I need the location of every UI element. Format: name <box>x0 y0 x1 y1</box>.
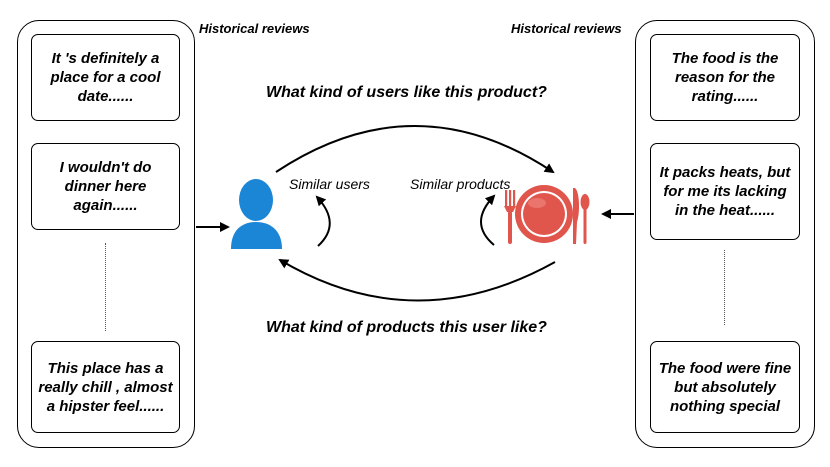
arrow-bottom-arc-product-to-user <box>278 258 556 302</box>
left-review-card-3: This place has a really chill , almost a… <box>31 341 180 433</box>
right-review-text-3: The food were fine but absolutely nothin… <box>658 359 792 415</box>
right-ellipsis-dots <box>724 250 725 325</box>
top-question: What kind of users like this product? <box>266 84 547 101</box>
bottom-question: What kind of products this user like? <box>266 319 547 336</box>
left-review-panel <box>17 20 195 448</box>
right-panel-title: Historical reviews <box>511 21 622 36</box>
arrow-similar-users-loop <box>315 195 331 247</box>
left-review-card-1: It 's definitely a place for a cool date… <box>31 34 180 121</box>
right-review-card-1: The food is the reason for the rating...… <box>650 34 800 121</box>
left-review-text-2: I wouldn't do dinner here again...... <box>59 159 152 214</box>
left-review-text-1: It 's definitely a place for a cool date… <box>50 50 161 105</box>
left-panel-title: Historical reviews <box>199 21 310 36</box>
user-silhouette-icon <box>231 179 282 249</box>
right-review-text-1: The food is the reason for the rating...… <box>671 50 779 105</box>
plate-cutlery-icon <box>504 185 590 244</box>
arrow-similar-products-loop <box>480 194 496 246</box>
similar-users-label: Similar users <box>289 176 370 192</box>
left-review-text-3: This place has a really chill , almost a… <box>38 359 173 415</box>
similar-products-label: Similar products <box>410 176 511 192</box>
left-ellipsis-dots <box>105 243 106 331</box>
left-review-card-2: I wouldn't do dinner here again...... <box>31 143 180 230</box>
right-review-text-2: It packs heats, but for me its lacking i… <box>659 164 791 219</box>
right-review-card-3: The food were fine but absolutely nothin… <box>650 341 800 433</box>
right-review-card-2: It packs heats, but for me its lacking i… <box>650 143 800 240</box>
right-review-panel <box>635 20 815 448</box>
arrow-top-arc-user-to-product <box>275 125 555 174</box>
